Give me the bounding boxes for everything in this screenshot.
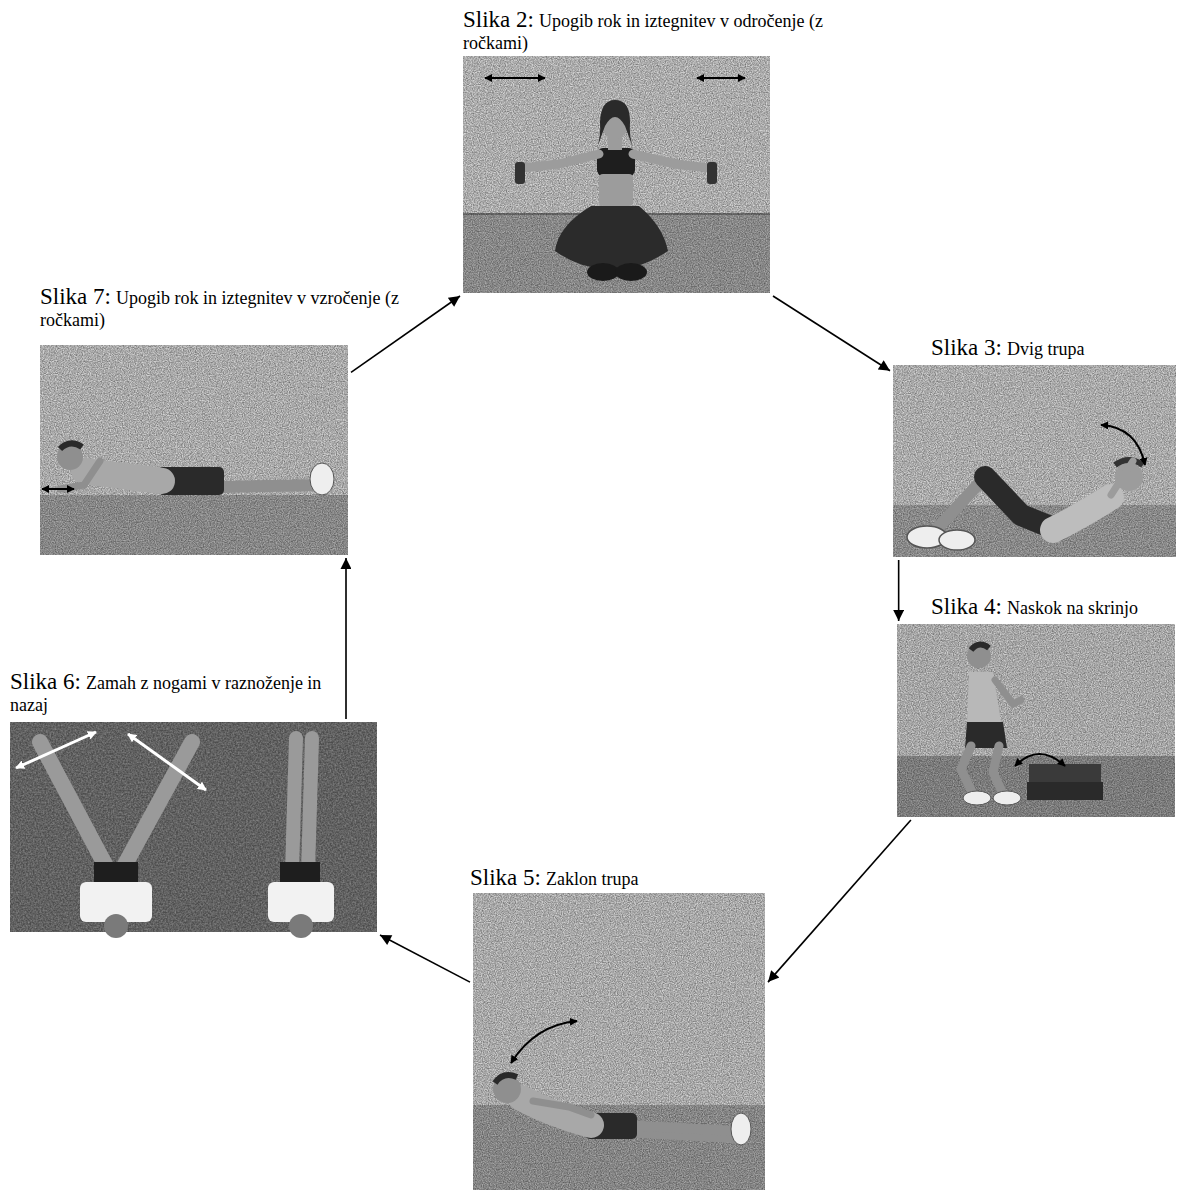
flow-arrow (768, 820, 911, 982)
photo-box-jump (897, 624, 1175, 817)
exercise-caption: Slika 5:Zaklon trupa (470, 865, 780, 891)
exercise-caption: Slika 3:Dvig trupa (931, 335, 1181, 361)
figure-number: Slika 5: (470, 865, 541, 890)
flow-arrow (345, 558, 347, 719)
photo-back-extension (473, 893, 765, 1190)
exercise-station: Slika 2:Upogib rok in iztegnitev v odroč… (463, 56, 770, 293)
figure-number: Slika 3: (931, 335, 1002, 360)
exercise-name: Naskok na skrinjo (1007, 598, 1138, 618)
exercise-name: Zaklon trupa (546, 869, 638, 889)
exercise-station: Slika 5:Zaklon trupa (473, 893, 765, 1190)
photo-arm-raise (463, 56, 770, 293)
flow-arrow (773, 296, 890, 371)
exercise-station: Slika 4:Naskok na skrinjo (897, 624, 1175, 817)
exercise-caption: Slika 4:Naskok na skrinjo (931, 594, 1156, 620)
flow-arrow (898, 560, 900, 621)
figure-number: Slika 2: (463, 7, 534, 32)
exercise-station: Slika 3:Dvig trupa (893, 365, 1176, 557)
figure-number: Slika 6: (10, 669, 81, 694)
exercise-caption: Slika 2:Upogib rok in iztegnitev v odroč… (463, 7, 848, 54)
exercise-caption: Slika 6:Zamah z nogami v raznoženje in n… (10, 669, 335, 716)
photo-sit-up (893, 365, 1176, 557)
figure-number: Slika 4: (931, 594, 1002, 619)
exercise-station: Slika 7:Upogib rok in iztegnitev v vzroč… (40, 345, 348, 555)
photo-leg-swing (10, 722, 377, 938)
exercise-caption: Slika 7:Upogib rok in iztegnitev v vzroč… (40, 284, 425, 331)
exercise-station: Slika 6:Zamah z nogami v raznoženje in n… (10, 722, 377, 932)
photo-prone-arm-extension (40, 345, 348, 555)
flow-arrow (380, 935, 470, 982)
exercise-name: Dvig trupa (1007, 339, 1084, 359)
figure-number: Slika 7: (40, 284, 111, 309)
